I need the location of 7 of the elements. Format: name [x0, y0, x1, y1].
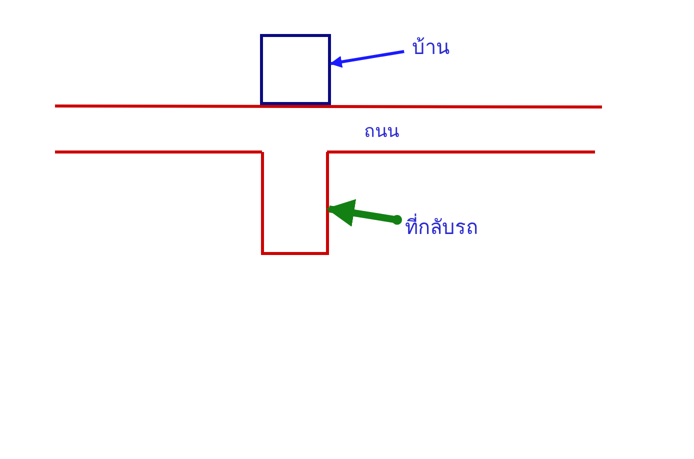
arrow [330, 50, 404, 68]
callout-label: ที่กลับรถ [405, 212, 478, 242]
u-turn-pocket [261, 152, 329, 255]
callout-label: บ้าน [412, 32, 450, 62]
leader-arrow [326, 199, 402, 227]
house-box [260, 34, 331, 105]
road-label: ถนน [364, 120, 399, 144]
